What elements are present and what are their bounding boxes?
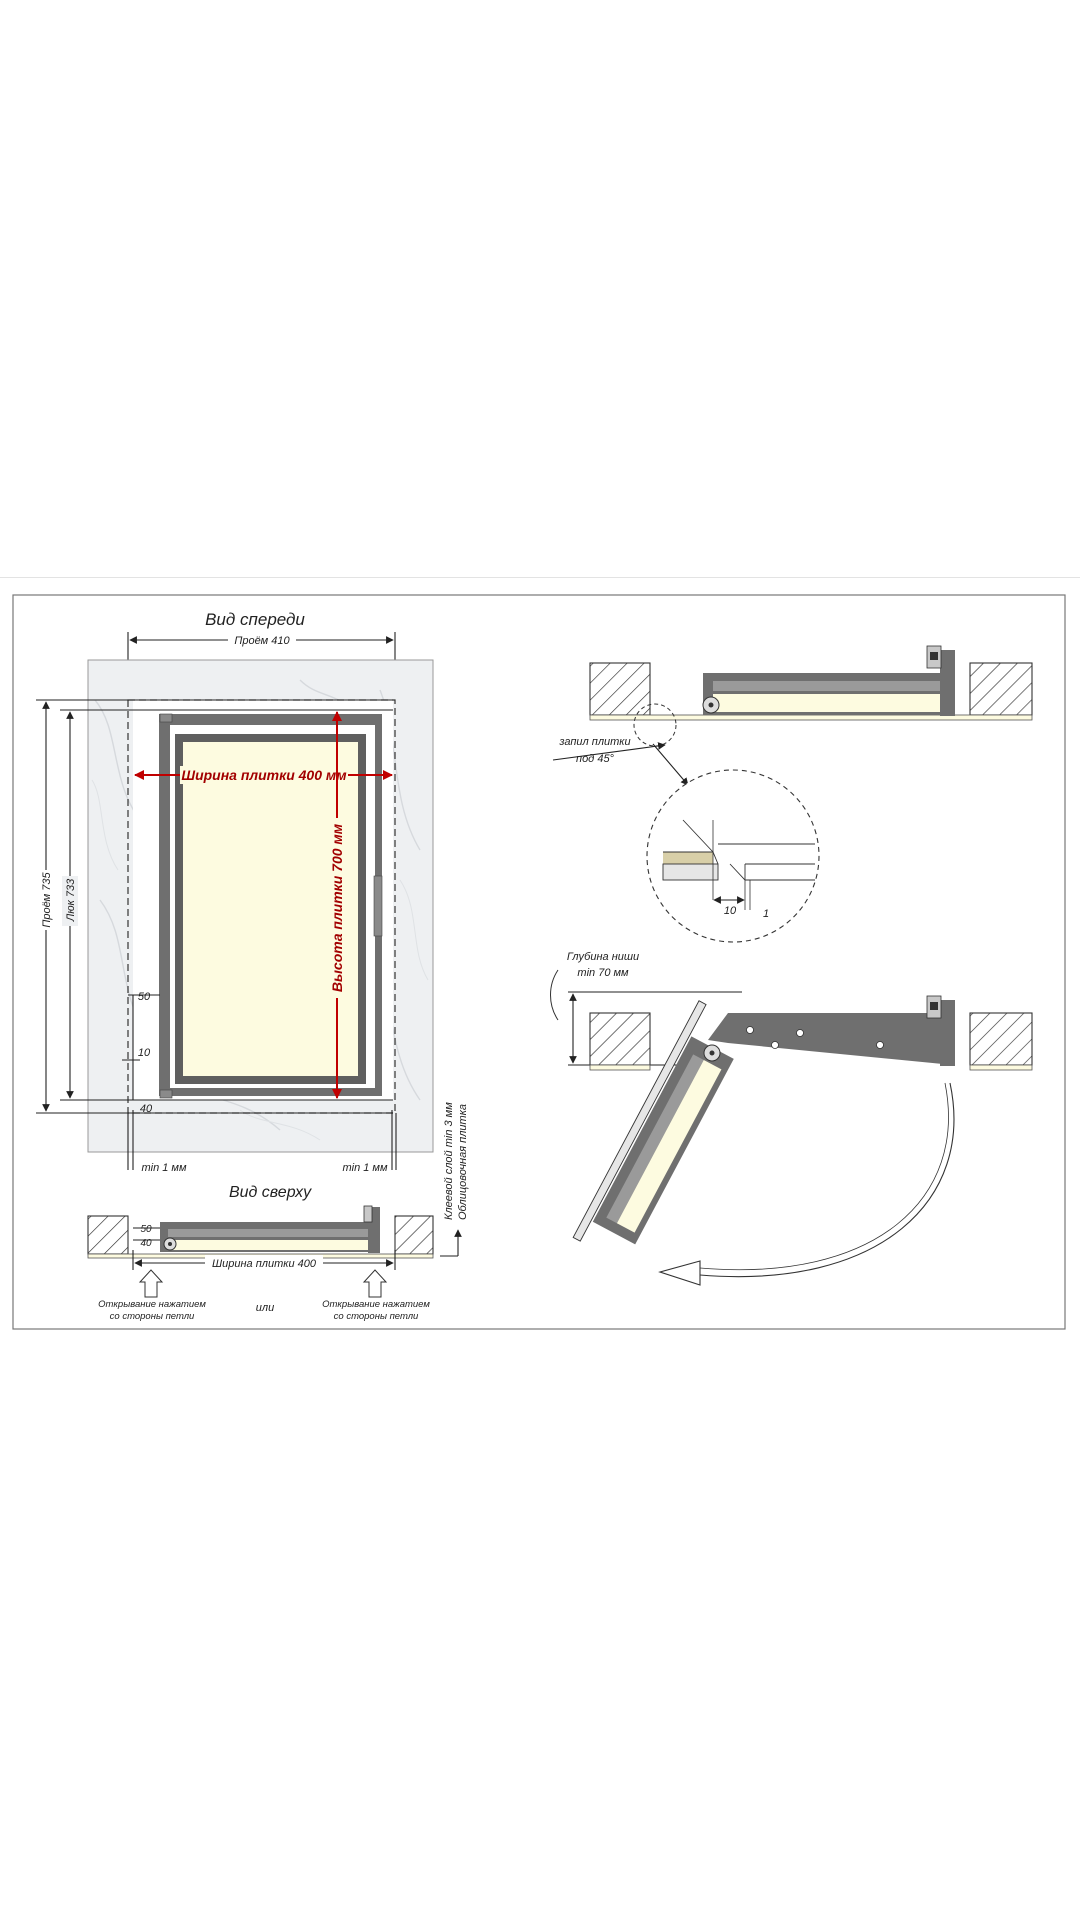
- open-section: [572, 995, 1033, 1245]
- detail-marker-circle: [633, 703, 677, 747]
- push-arrow-right: [362, 1269, 388, 1298]
- tile-height-label: Высота плитки 700 мм: [329, 823, 345, 992]
- facing-tile-label: Облицовочная плитка: [457, 1104, 469, 1220]
- opening-arc-arrow: [699, 1082, 955, 1278]
- push-arrow-left: [138, 1269, 164, 1298]
- front-dim-40: 40: [140, 1103, 153, 1115]
- detail-dim-10: 10: [724, 905, 737, 917]
- tile-width-label: Ширина плитки 400 мм: [181, 767, 347, 783]
- push-right-line1: Открывание нажатием: [322, 1299, 430, 1310]
- front-view-title: Вид спереди: [205, 610, 305, 629]
- opening-height-label: Проём 735: [41, 871, 53, 927]
- detail-dim-1: 1: [763, 908, 769, 920]
- glue-layer-label: Клеевой слой min 3 мм: [443, 1102, 455, 1220]
- front-dim-50: 50: [138, 991, 151, 1003]
- top-tile-width-label: Ширина плитки 400: [212, 1258, 317, 1270]
- front-dim-10: 10: [138, 1047, 151, 1059]
- top-dim-40: 40: [140, 1238, 152, 1249]
- niche-depth-line2: min 70 мм: [577, 967, 629, 979]
- niche-depth-line1: Глубина ниши: [567, 951, 639, 963]
- push-left-line2: со стороны петли: [110, 1311, 195, 1322]
- push-right-line2: со стороны петли: [334, 1311, 419, 1322]
- hatch-height-label: Люк 733: [65, 878, 77, 922]
- top-dim-50: 50: [140, 1224, 152, 1235]
- push-left-line1: Открывание нажатием: [98, 1299, 206, 1310]
- separator-line: [0, 577, 1080, 578]
- opening-width-label: Проём 410: [234, 635, 290, 647]
- front-min-right: min 1 мм: [342, 1162, 387, 1174]
- tile-cut-line2: под 45°: [576, 753, 615, 765]
- closed-section: [589, 645, 1033, 721]
- top-view-title: Вид сверху: [229, 1184, 312, 1201]
- detail-magnified: [646, 769, 820, 943]
- front-min-left: min 1 мм: [141, 1162, 186, 1174]
- drawing-border: [12, 594, 1066, 1330]
- tile-cut-line1: запил плитки: [558, 736, 630, 748]
- or-label: или: [256, 1302, 274, 1314]
